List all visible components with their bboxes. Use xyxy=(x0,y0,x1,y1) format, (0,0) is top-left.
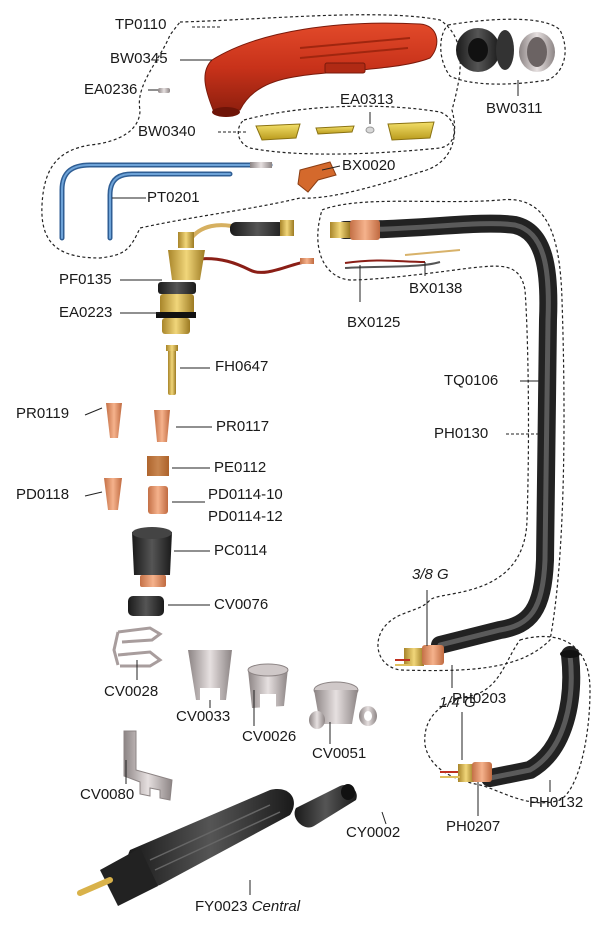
label-cv0028: CV0028 xyxy=(104,683,159,700)
connector-fy0023 xyxy=(77,789,294,906)
hose-end-1-4 xyxy=(440,762,492,782)
handle-rings-bw0311 xyxy=(456,28,555,72)
spacer-cv0026 xyxy=(247,663,289,708)
hose-end-3-8 xyxy=(395,645,444,666)
label-pe0112: PE0112 xyxy=(214,459,267,476)
label-ph0132: PH0132 xyxy=(529,794,584,811)
label-pc0114: PC0114 xyxy=(214,542,268,559)
hose-group-outline xyxy=(317,198,565,672)
electrode-fh0647 xyxy=(166,345,178,395)
label-ea0313: EA0313 xyxy=(340,91,394,108)
label-pd0114-12: PD0114-12 xyxy=(208,508,283,525)
spacer-cv0033 xyxy=(188,650,232,702)
label-pd0118: PD0118 xyxy=(16,486,70,503)
label-pr0119: PR0119 xyxy=(16,405,70,422)
label-fh0647: FH0647 xyxy=(215,358,269,375)
sleeve-cy0002 xyxy=(294,784,357,828)
spring-cv0028 xyxy=(112,626,163,668)
label-cv0033: CV0033 xyxy=(176,708,231,725)
label-fy0023-code: FY0023 xyxy=(195,898,248,915)
label-cv0026: CV0026 xyxy=(242,728,297,745)
label-bw0340: BW0340 xyxy=(138,123,196,140)
label-ph0130: PH0130 xyxy=(434,425,489,442)
label-bw0311: BW0311 xyxy=(486,100,543,117)
tubes-pt0201 xyxy=(59,162,273,241)
hose-end-top xyxy=(330,220,461,269)
label-pf0135: PF0135 xyxy=(59,271,112,288)
leader-lines xyxy=(84,26,551,895)
label-cy0002: CY0002 xyxy=(346,824,401,841)
spacer-cv0080 xyxy=(123,730,173,801)
hose-ph0132 xyxy=(481,646,581,787)
shield-cup-pc0114 xyxy=(132,527,172,587)
torch-head-pf0135 xyxy=(156,220,314,334)
label-pr0117: PR0117 xyxy=(216,418,270,435)
label-cv0076: CV0076 xyxy=(214,596,269,613)
spacer-cv0051 xyxy=(309,681,377,729)
label-bx0020: BX0020 xyxy=(342,157,396,174)
label-cv0051: CV0051 xyxy=(312,745,367,762)
diffuser-pe0112 xyxy=(147,456,169,476)
label-fy0023-central: Central xyxy=(251,898,301,915)
label-pd0114-10: PD0114-10 xyxy=(208,486,283,503)
nozzle-pr0117 xyxy=(154,410,170,442)
torch-body-tp0110 xyxy=(204,22,438,117)
nozzle-pr0119 xyxy=(106,403,122,438)
torch-head-group-outline xyxy=(41,14,461,259)
label-3-8-g: 3/8 G xyxy=(412,566,449,583)
label-bx0125: BX0125 xyxy=(347,314,401,331)
label-ph0207: PH0207 xyxy=(446,818,501,835)
handle-rings-group-outline xyxy=(440,18,566,85)
label-ph0203: PH0203 xyxy=(452,690,507,707)
label-bx0138: BX0138 xyxy=(409,280,463,297)
trigger-bx0020 xyxy=(297,161,337,193)
tip-pd0118 xyxy=(104,478,122,510)
insulator-group-outline xyxy=(237,105,455,155)
label-bw0345: BW0345 xyxy=(110,50,168,67)
label-fy0023: FY0023 Central xyxy=(195,898,300,916)
group-outlines xyxy=(41,14,591,804)
label-cv0080: CV0080 xyxy=(80,786,135,803)
label-ea0236: EA0236 xyxy=(84,81,138,98)
hose-tq0106 xyxy=(336,214,558,654)
label-tp0110: TP0110 xyxy=(115,16,167,33)
label-pt0201: PT0201 xyxy=(147,189,200,206)
hose-quarter-group-outline xyxy=(424,635,591,804)
ring-cv0076 xyxy=(128,596,164,616)
screw-ea0236 xyxy=(158,88,170,93)
label-tq0106: TQ0106 xyxy=(444,372,499,389)
insulators-bw0340 xyxy=(255,121,435,141)
label-ea0223: EA0223 xyxy=(59,304,113,321)
label-1-4-g: 1/4 G xyxy=(439,694,476,711)
tip-pd0114 xyxy=(148,486,168,514)
